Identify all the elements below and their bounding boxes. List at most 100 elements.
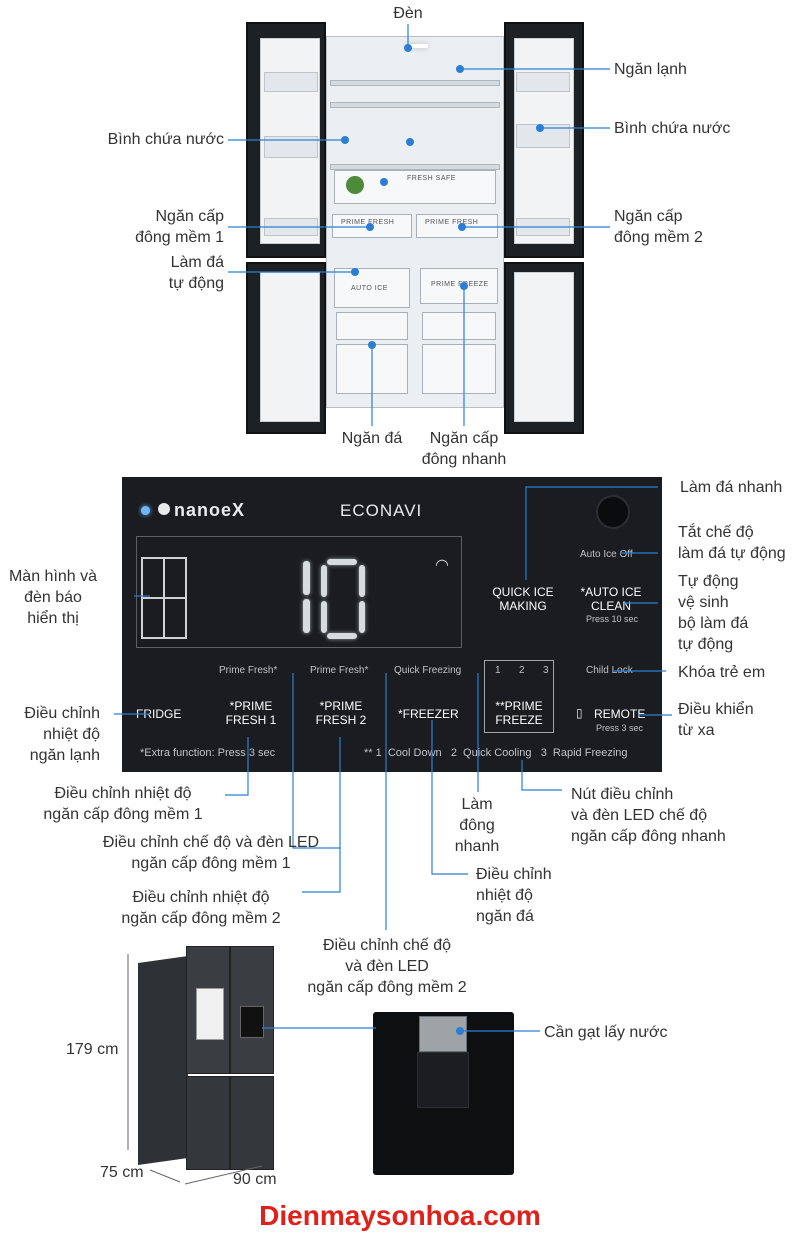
callout-dot (351, 268, 359, 276)
label-pf1-mode: Điều chỉnh chế độ và đèn LED ngăn cấp đô… (88, 832, 334, 874)
display-segment (359, 565, 365, 597)
econavi-logo: ECONAVI (340, 501, 423, 520)
display-segment (327, 633, 357, 639)
label-line: Tự động (678, 573, 739, 590)
callout-dot (380, 178, 388, 186)
button-label: CLEAN (590, 599, 631, 613)
right-lower-door (504, 262, 584, 434)
label-line: Ngăn cấp (429, 430, 499, 447)
label-depth: 75 cm (100, 1164, 144, 1181)
callout-dot (341, 136, 349, 144)
label-line: Điều chỉnh nhiệt độ (54, 785, 192, 802)
button-label: FRESH 2 (315, 713, 367, 727)
press-10-sec-hint: Press 10 sec (586, 614, 639, 624)
label-height: 179 cm (66, 1041, 119, 1058)
label-line: ngăn lạnh (29, 747, 100, 764)
shelf (330, 80, 500, 86)
label-pf2-temp: Điều chỉnh nhiệt độ ngăn cấp đông mềm 2 (108, 887, 294, 929)
label-line: và đèn LED chế độ (571, 807, 708, 824)
left-lower-door (246, 262, 326, 434)
prime-fresh-2-button[interactable]: *PRIME FRESH 2 (308, 699, 374, 727)
label-pf1-temp: Điều chỉnh nhiệt độ ngăn cấp đông mềm 1 (30, 783, 216, 825)
button-label: **PRIME (495, 699, 543, 713)
remote-phone-icon: ▯ (576, 706, 583, 720)
button-label: MAKING (499, 599, 547, 613)
callout-dot (536, 124, 544, 132)
fridge-exterior-image (138, 946, 274, 1174)
label-line: bộ làm đá (678, 615, 749, 632)
auto-ice-drawer: AUTO ICE (334, 268, 410, 308)
display-segment (359, 601, 365, 633)
label-line: Tắt chế độ (678, 524, 754, 541)
nanoe-logo-icon (158, 503, 170, 515)
brand-watermark: Dienmaysonhoa.com (259, 1200, 541, 1231)
label-width: 90 cm (233, 1171, 277, 1188)
quick-freezing-indicator: Quick Freezing (394, 665, 462, 676)
drawer-text: FRESH SAFE (407, 175, 456, 182)
label-quick-ice: Làm đá nhanh (680, 479, 783, 496)
callout-dot (460, 282, 468, 290)
label-line: và đèn LED (345, 958, 429, 975)
wifi-icon: ◠ (435, 557, 449, 574)
label-line: Ngăn cấp (614, 208, 683, 225)
display-segment (327, 559, 357, 565)
compartment-map-icon (141, 557, 187, 639)
freezer-button[interactable]: *FREEZER (398, 707, 459, 721)
drawer-text: PRIME FRESH (425, 219, 479, 226)
freeze-level-1: 1 (495, 665, 501, 676)
label-remote: Điều khiển từ xa (678, 699, 754, 741)
label-display: Màn hình và đèn báo hiển thị (0, 566, 106, 629)
label-line: làm đá tự động (678, 545, 786, 562)
freeze-level-3: 3 (543, 665, 549, 676)
control-panel: nanoeX ECONAVI ◠ QUICK ICE MAKING Auto I… (122, 477, 662, 772)
label-line: ngăn cấp đông mềm 1 (43, 806, 203, 823)
callout-dot (366, 223, 374, 231)
label-light: Đèn (393, 5, 423, 22)
drawer-text: PRIME FREEZE (431, 281, 489, 288)
label-child-lock: Khóa trẻ em (678, 664, 766, 681)
press-3-sec-hint: Press 3 sec (596, 723, 644, 733)
auto-ice-clean-button[interactable]: *AUTO ICE CLEAN (568, 585, 654, 613)
label-line: Làm (461, 796, 493, 813)
label-line: vệ sinh (678, 594, 729, 611)
callout-dot (456, 1027, 464, 1035)
prime-fresh-2-indicator: Prime Fresh* (310, 665, 369, 676)
label-freezer-adjust: Điều chỉnh nhiệt độ ngăn đá (476, 864, 552, 927)
vegetable-icon (346, 176, 364, 194)
label-line: đông mềm 2 (614, 229, 703, 246)
drawer-text: AUTO ICE (351, 285, 388, 292)
drawer-text: PRIME FRESH (341, 219, 395, 226)
label-line: đông mềm 1 (135, 229, 224, 246)
display-segment (303, 599, 310, 633)
nanoe-indicator-icon (141, 506, 150, 515)
label-line: nhanh (454, 838, 500, 855)
display-segment (321, 601, 327, 633)
label-fridge-adjust: Điều chỉnh nhiệt độ ngăn lạnh (0, 703, 100, 766)
nanoex-logo: nanoeX (174, 500, 246, 520)
label-line: Điều chỉnh (476, 866, 552, 883)
prime-freeze-indicator-box (484, 660, 554, 733)
label-line: ngăn cấp đông nhanh (571, 828, 726, 845)
label-line: ngăn cấp đông mềm 2 (307, 979, 467, 996)
label-line: Điều chỉnh chế độ (322, 937, 452, 954)
freeze-mode-footnote: ** 1 Cool Down 2 Quick Cooling 3 Rapid F… (364, 747, 628, 759)
fridge-button[interactable]: FRIDGE (136, 707, 182, 721)
callout-dot (456, 65, 464, 73)
callout-dot (406, 138, 414, 146)
extra-function-note: *Extra function: Press 3 sec (140, 747, 276, 759)
prime-fresh-1-button[interactable]: *PRIME FRESH 1 (218, 699, 284, 727)
quick-ice-making-button[interactable]: QUICK ICE MAKING (484, 585, 562, 613)
remote-button[interactable]: REMOTE (594, 707, 646, 721)
callout-dot (368, 341, 376, 349)
prime-freeze-button[interactable]: **PRIME FREEZE (484, 699, 554, 727)
prime-freeze-drawer: PRIME FREEZE (420, 268, 498, 304)
prime-fresh-1-indicator: Prime Fresh* (219, 665, 278, 676)
label-water-lever: Cần gạt lấy nước (544, 1024, 668, 1041)
display-segment (303, 561, 310, 595)
label-prime-freeze: Nút điều chỉnh và đèn LED chế độ ngăn cấ… (571, 784, 726, 847)
button-label: QUICK ICE (492, 585, 554, 599)
button-label: *PRIME (229, 699, 273, 713)
freeze-level-2: 2 (519, 665, 525, 676)
label-line: Điều khiển (678, 701, 754, 718)
